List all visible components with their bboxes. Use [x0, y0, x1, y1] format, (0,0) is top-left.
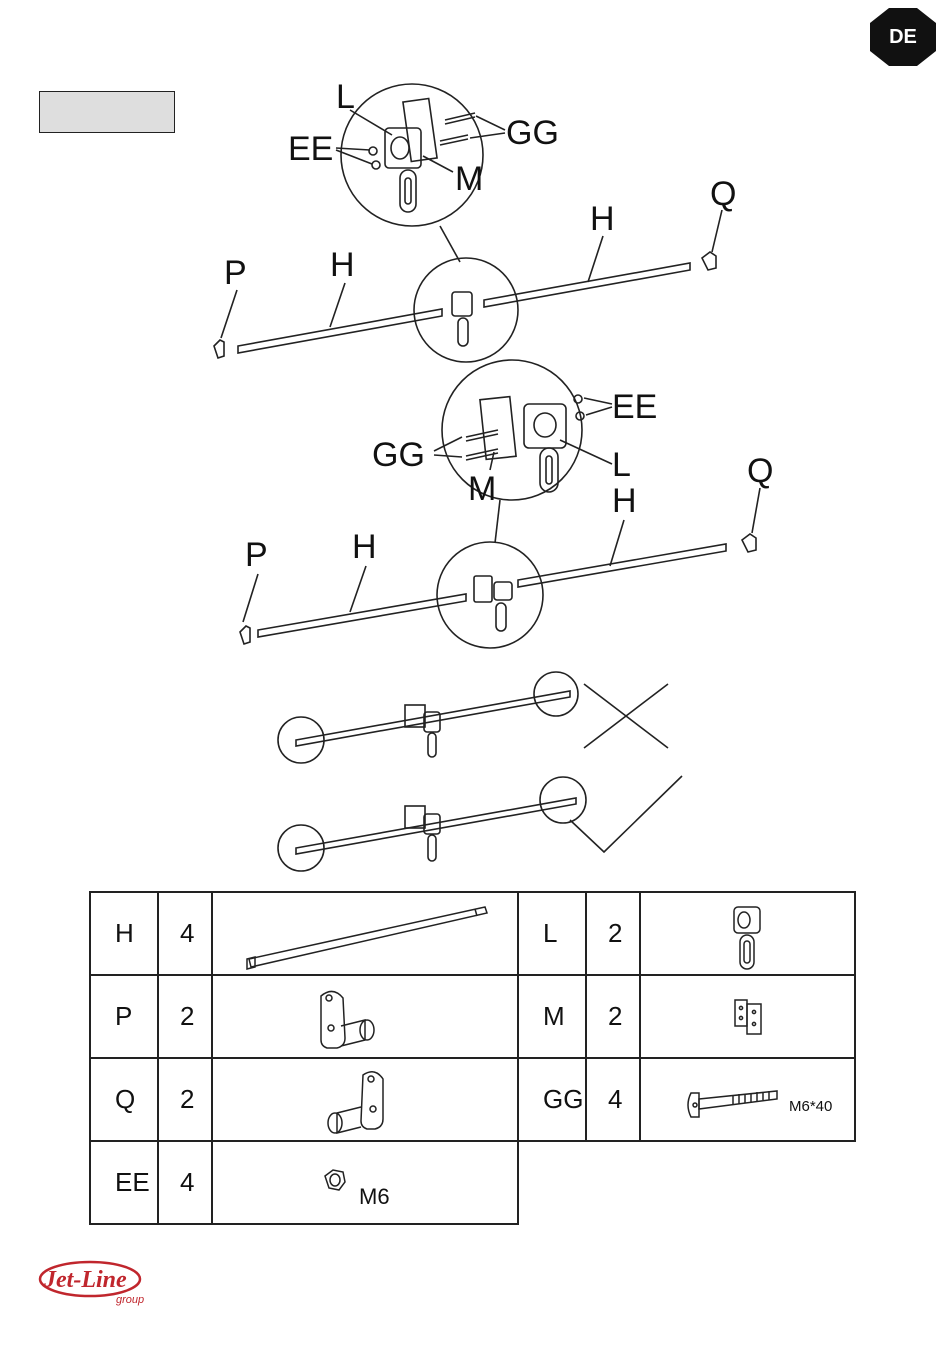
callout-h-left-top: H — [330, 246, 355, 284]
orientation-wrong — [278, 672, 668, 763]
part-qty: 2 — [158, 1058, 212, 1141]
logo-icon: Jet-Line group — [36, 1257, 146, 1307]
part-code: P — [90, 975, 158, 1058]
callout-q-top: Q — [710, 175, 736, 213]
rod-h-left-top — [238, 309, 442, 353]
part-code: EE — [90, 1141, 158, 1224]
part-image-l — [640, 892, 855, 975]
part-image-ee: M6 — [212, 1141, 518, 1224]
part-image-h — [212, 892, 518, 975]
table-row: EE 4 M6 — [90, 1141, 855, 1224]
part-code: H — [90, 892, 158, 975]
part-code: Q — [90, 1058, 158, 1141]
callout-m-top: M — [455, 160, 483, 198]
logo-name: Jet-Line — [43, 1267, 127, 1293]
bolt-size-label: M6*40 — [789, 1098, 832, 1115]
callout-q-middle: Q — [747, 452, 773, 490]
part-image-q — [212, 1058, 518, 1141]
part-image-m — [640, 975, 855, 1058]
part-image-gg: M6*40 — [640, 1058, 855, 1141]
part-qty: 4 — [586, 1058, 640, 1141]
part-qty: 2 — [586, 892, 640, 975]
logo-sub: group — [116, 1294, 144, 1306]
nut-size-label: M6 — [359, 1184, 390, 1209]
rod-h-right-middle — [518, 544, 726, 587]
zoom-circle-top — [414, 258, 518, 362]
bracket-q-top — [702, 252, 716, 270]
callout-m-middle: M — [468, 470, 496, 508]
callout-gg-top: GG — [506, 114, 559, 152]
bar-icon — [213, 893, 517, 974]
bracket-q-middle — [742, 534, 756, 552]
table-row: H 4 L 2 — [90, 892, 855, 975]
bracket-p-middle — [240, 626, 250, 644]
mount-plate-icon — [641, 976, 854, 1057]
table-empty-cell — [518, 1141, 855, 1224]
part-code: GG — [518, 1058, 586, 1141]
rod-h-left-middle — [258, 594, 466, 637]
callout-gg-middle: GG — [372, 436, 425, 474]
callout-ee-middle: EE — [612, 388, 657, 426]
zoom-circle-middle — [437, 542, 543, 648]
callout-l-middle: L — [612, 446, 631, 484]
nut-icon: M6 — [213, 1142, 517, 1223]
rod-h-right-top — [484, 263, 690, 307]
detail-circle-top — [341, 84, 483, 226]
part-image-p — [212, 975, 518, 1058]
assembly-top — [214, 84, 722, 362]
callout-h-right-middle: H — [612, 482, 637, 520]
bolt-icon: M6*40 — [641, 1059, 854, 1140]
detail-circle-middle — [442, 360, 582, 500]
parts-table: H 4 L 2 P 2 — [89, 891, 856, 1225]
callout-ee-top: EE — [288, 130, 333, 168]
part-code: M — [518, 975, 586, 1058]
part-qty: 4 — [158, 1141, 212, 1224]
bracket-left-icon — [213, 976, 517, 1057]
jet-line-logo: Jet-Line group — [36, 1257, 146, 1307]
callout-p-middle: P — [245, 536, 268, 574]
table-row: P 2 M 2 — [90, 975, 855, 1058]
part-qty: 2 — [158, 975, 212, 1058]
callout-l-top: L — [336, 78, 355, 116]
bracket-p-top — [214, 340, 224, 358]
part-qty: 4 — [158, 892, 212, 975]
orientation-correct — [278, 776, 682, 871]
part-qty: 2 — [586, 975, 640, 1058]
assembly-diagram: L EE GG M P H H Q EE GG L M H Q P H — [0, 0, 950, 880]
part-code: L — [518, 892, 586, 975]
pulley-icon — [641, 893, 854, 974]
assembly-middle — [240, 360, 760, 648]
callout-h-left-middle: H — [352, 528, 377, 566]
callout-h-right-top: H — [590, 200, 615, 238]
bracket-right-icon — [213, 1059, 517, 1140]
table-row: Q 2 GG 4 M6*40 — [90, 1058, 855, 1141]
callout-p-top: P — [224, 254, 247, 292]
